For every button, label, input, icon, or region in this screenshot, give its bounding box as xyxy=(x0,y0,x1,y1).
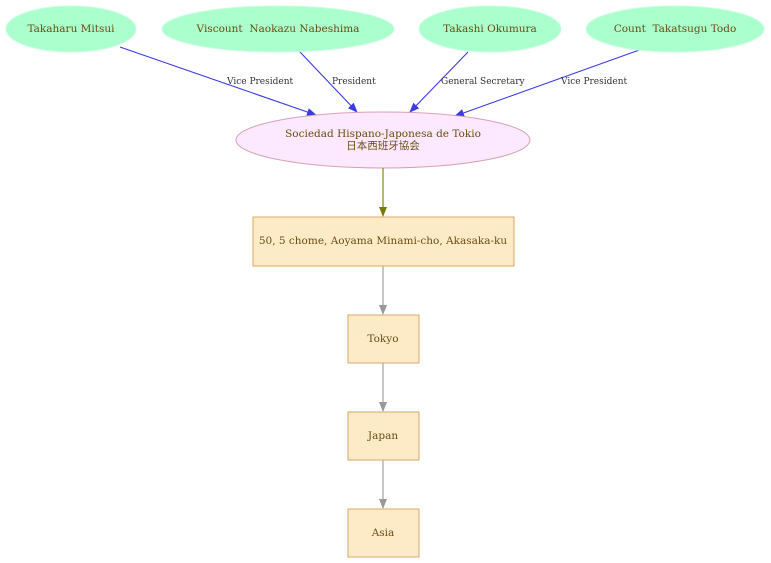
country-label: Japan xyxy=(367,430,398,442)
person-nodes: Takaharu Mitsui Viscount Naokazu Nabeshi… xyxy=(5,5,765,53)
address-node[interactable]: 50, 5 chome, Aoyama Minami-cho, Akasaka-… xyxy=(252,216,515,267)
organization-name-native: 日本西班牙協会 xyxy=(346,139,420,152)
person-name: Takashi Okumura xyxy=(443,23,537,35)
continent-label: Asia xyxy=(371,527,395,539)
country-node[interactable]: Japan xyxy=(347,411,420,461)
city-node[interactable]: Tokyo xyxy=(347,314,420,364)
person-name: Takaharu Mitsui xyxy=(27,23,115,35)
organization-name: Sociedad Hispano-Japonesa de Tokio xyxy=(285,128,481,140)
edge-label-role-4: Vice President xyxy=(560,77,628,87)
person-name: Viscount Naokazu Nabeshima xyxy=(196,23,360,35)
person-node[interactable]: Takashi Okumura xyxy=(418,5,562,53)
edge-label-role-3: General Secretary xyxy=(441,77,525,87)
organization-node[interactable]: Sociedad Hispano-Japonesa de Tokio 日本西班牙… xyxy=(235,111,531,169)
person-node[interactable]: Viscount Naokazu Nabeshima xyxy=(161,5,395,53)
edge-label-role-2: President xyxy=(332,77,376,87)
person-name: Count Takatsugu Todo xyxy=(614,23,737,35)
edge-person-1-org xyxy=(119,46,317,116)
edge-label-role-1: Vice President xyxy=(226,77,294,87)
city-label: Tokyo xyxy=(367,333,398,345)
edge-person-4-org xyxy=(454,47,646,117)
edge-person-3-org xyxy=(409,51,469,113)
role-edges: Vice President President General Secreta… xyxy=(119,46,646,117)
continent-node[interactable]: Asia xyxy=(347,508,420,558)
person-node[interactable]: Count Takatsugu Todo xyxy=(585,5,765,53)
address-label: 50, 5 chome, Aoyama Minami-cho, Akasaka-… xyxy=(259,235,508,247)
edge-person-2-org xyxy=(299,51,358,113)
person-node[interactable]: Takaharu Mitsui xyxy=(5,5,137,53)
